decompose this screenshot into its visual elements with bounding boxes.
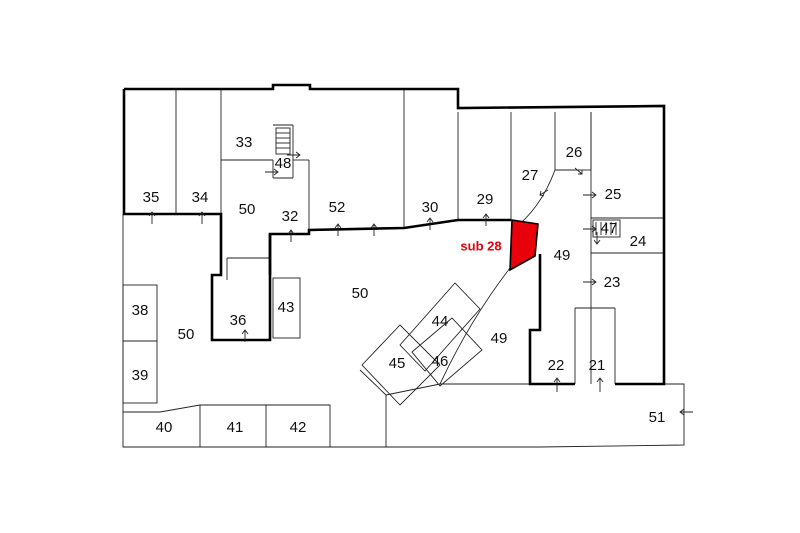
interior-walls [122,90,685,448]
unit-41-label[interactable]: 41 [227,419,244,436]
unit-42-label[interactable]: 42 [290,419,307,436]
unit-44-label[interactable]: 44 [432,313,449,330]
unit-50-left-label[interactable]: 50 [178,326,195,343]
unit-32-label[interactable]: 32 [282,208,299,225]
unit-27-label[interactable]: 27 [522,167,539,184]
unit-43-label[interactable]: 43 [278,299,295,316]
unit-48-label[interactable]: 48 [275,155,292,172]
unit-23-label[interactable]: 23 [604,274,621,291]
sub28-label: sub 28 [460,238,501,253]
unit-36-label[interactable]: 36 [230,312,247,329]
unit-26-label[interactable]: 26 [566,144,583,161]
unit-35-label[interactable]: 35 [143,189,160,206]
sub28-highlight-shape[interactable] [509,219,539,272]
unit-50-center-label[interactable]: 50 [352,285,369,302]
unit-50-label[interactable]: 50 [239,201,256,218]
unit-40-label[interactable]: 40 [156,419,173,436]
unit-29-label[interactable]: 29 [477,191,494,208]
unit-49-label[interactable]: 49 [554,247,571,264]
unit-25-label[interactable]: 25 [605,186,622,203]
unit-30-label[interactable]: 30 [422,199,439,216]
unit-34-label[interactable]: 34 [192,189,209,206]
unit-49-lower-label[interactable]: 49 [491,330,508,347]
door-arrows [148,151,693,416]
unit-33-label[interactable]: 33 [236,134,253,151]
unit-39-label[interactable]: 39 [132,367,149,384]
unit-51-label[interactable]: 51 [649,409,666,426]
unit-24-label[interactable]: 24 [630,233,647,250]
unit-22-label[interactable]: 22 [548,357,565,374]
unit-46-label[interactable]: 46 [432,353,449,370]
unit-45-label[interactable]: 45 [389,355,406,372]
unit-52-label[interactable]: 52 [329,199,346,216]
unit-38-label[interactable]: 38 [132,302,149,319]
unit-47-label[interactable]: 47 [601,220,618,237]
unit-21-label[interactable]: 21 [589,357,606,374]
unit-labels: 35 34 33 48 50 32 52 30 29 27 26 25 47 2… [132,134,666,436]
exterior-walls [122,83,666,386]
